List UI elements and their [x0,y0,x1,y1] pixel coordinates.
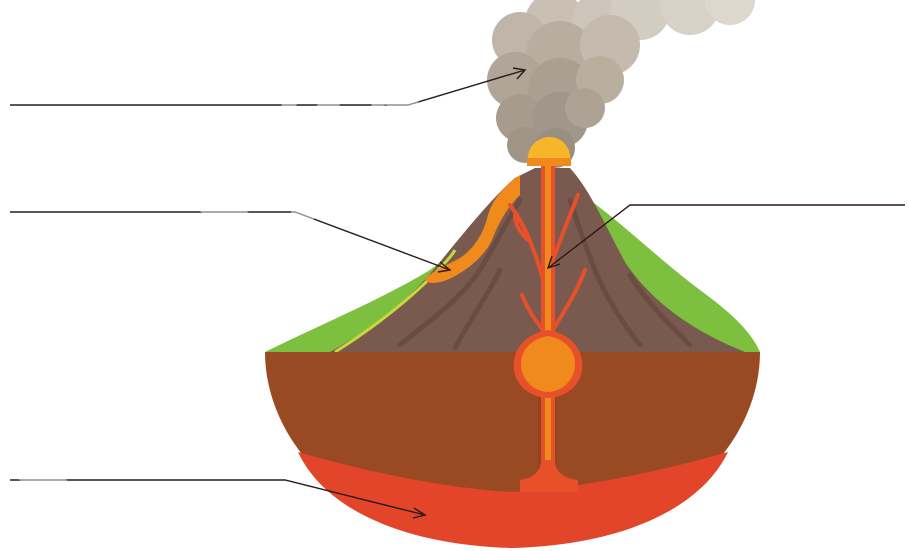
lava-flow-pointer [10,212,450,270]
smoke-plume [487,0,755,168]
crater-rim [527,158,571,166]
smoke-pointer [10,70,525,105]
